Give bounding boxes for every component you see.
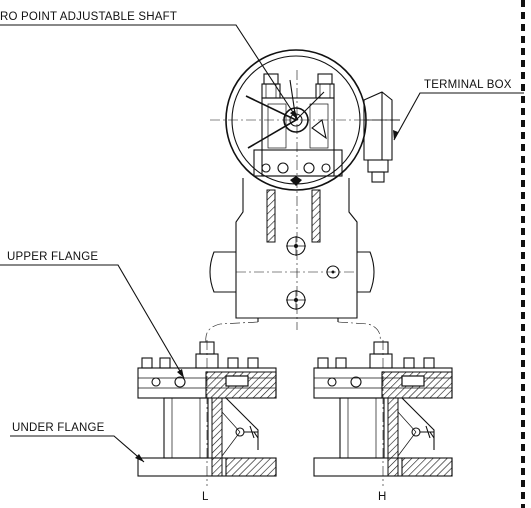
flange-assembly-low xyxy=(137,340,277,486)
flange-assembly-high xyxy=(313,340,453,486)
label-port-low: L xyxy=(202,491,209,503)
label-port-high: H xyxy=(378,491,387,503)
label-terminal-box: TERMINAL BOX xyxy=(424,79,512,91)
body-stem xyxy=(209,178,375,322)
connecting-tubes xyxy=(205,321,381,343)
label-upper-flange: UPPER FLANGE xyxy=(7,251,98,263)
label-under-flange: UNDER FLANGE xyxy=(12,422,105,434)
label-zero-point-shaft: RO POINT ADJUSTABLE SHAFT xyxy=(0,11,177,23)
leader-lines xyxy=(0,24,524,463)
terminal-box xyxy=(363,91,400,183)
